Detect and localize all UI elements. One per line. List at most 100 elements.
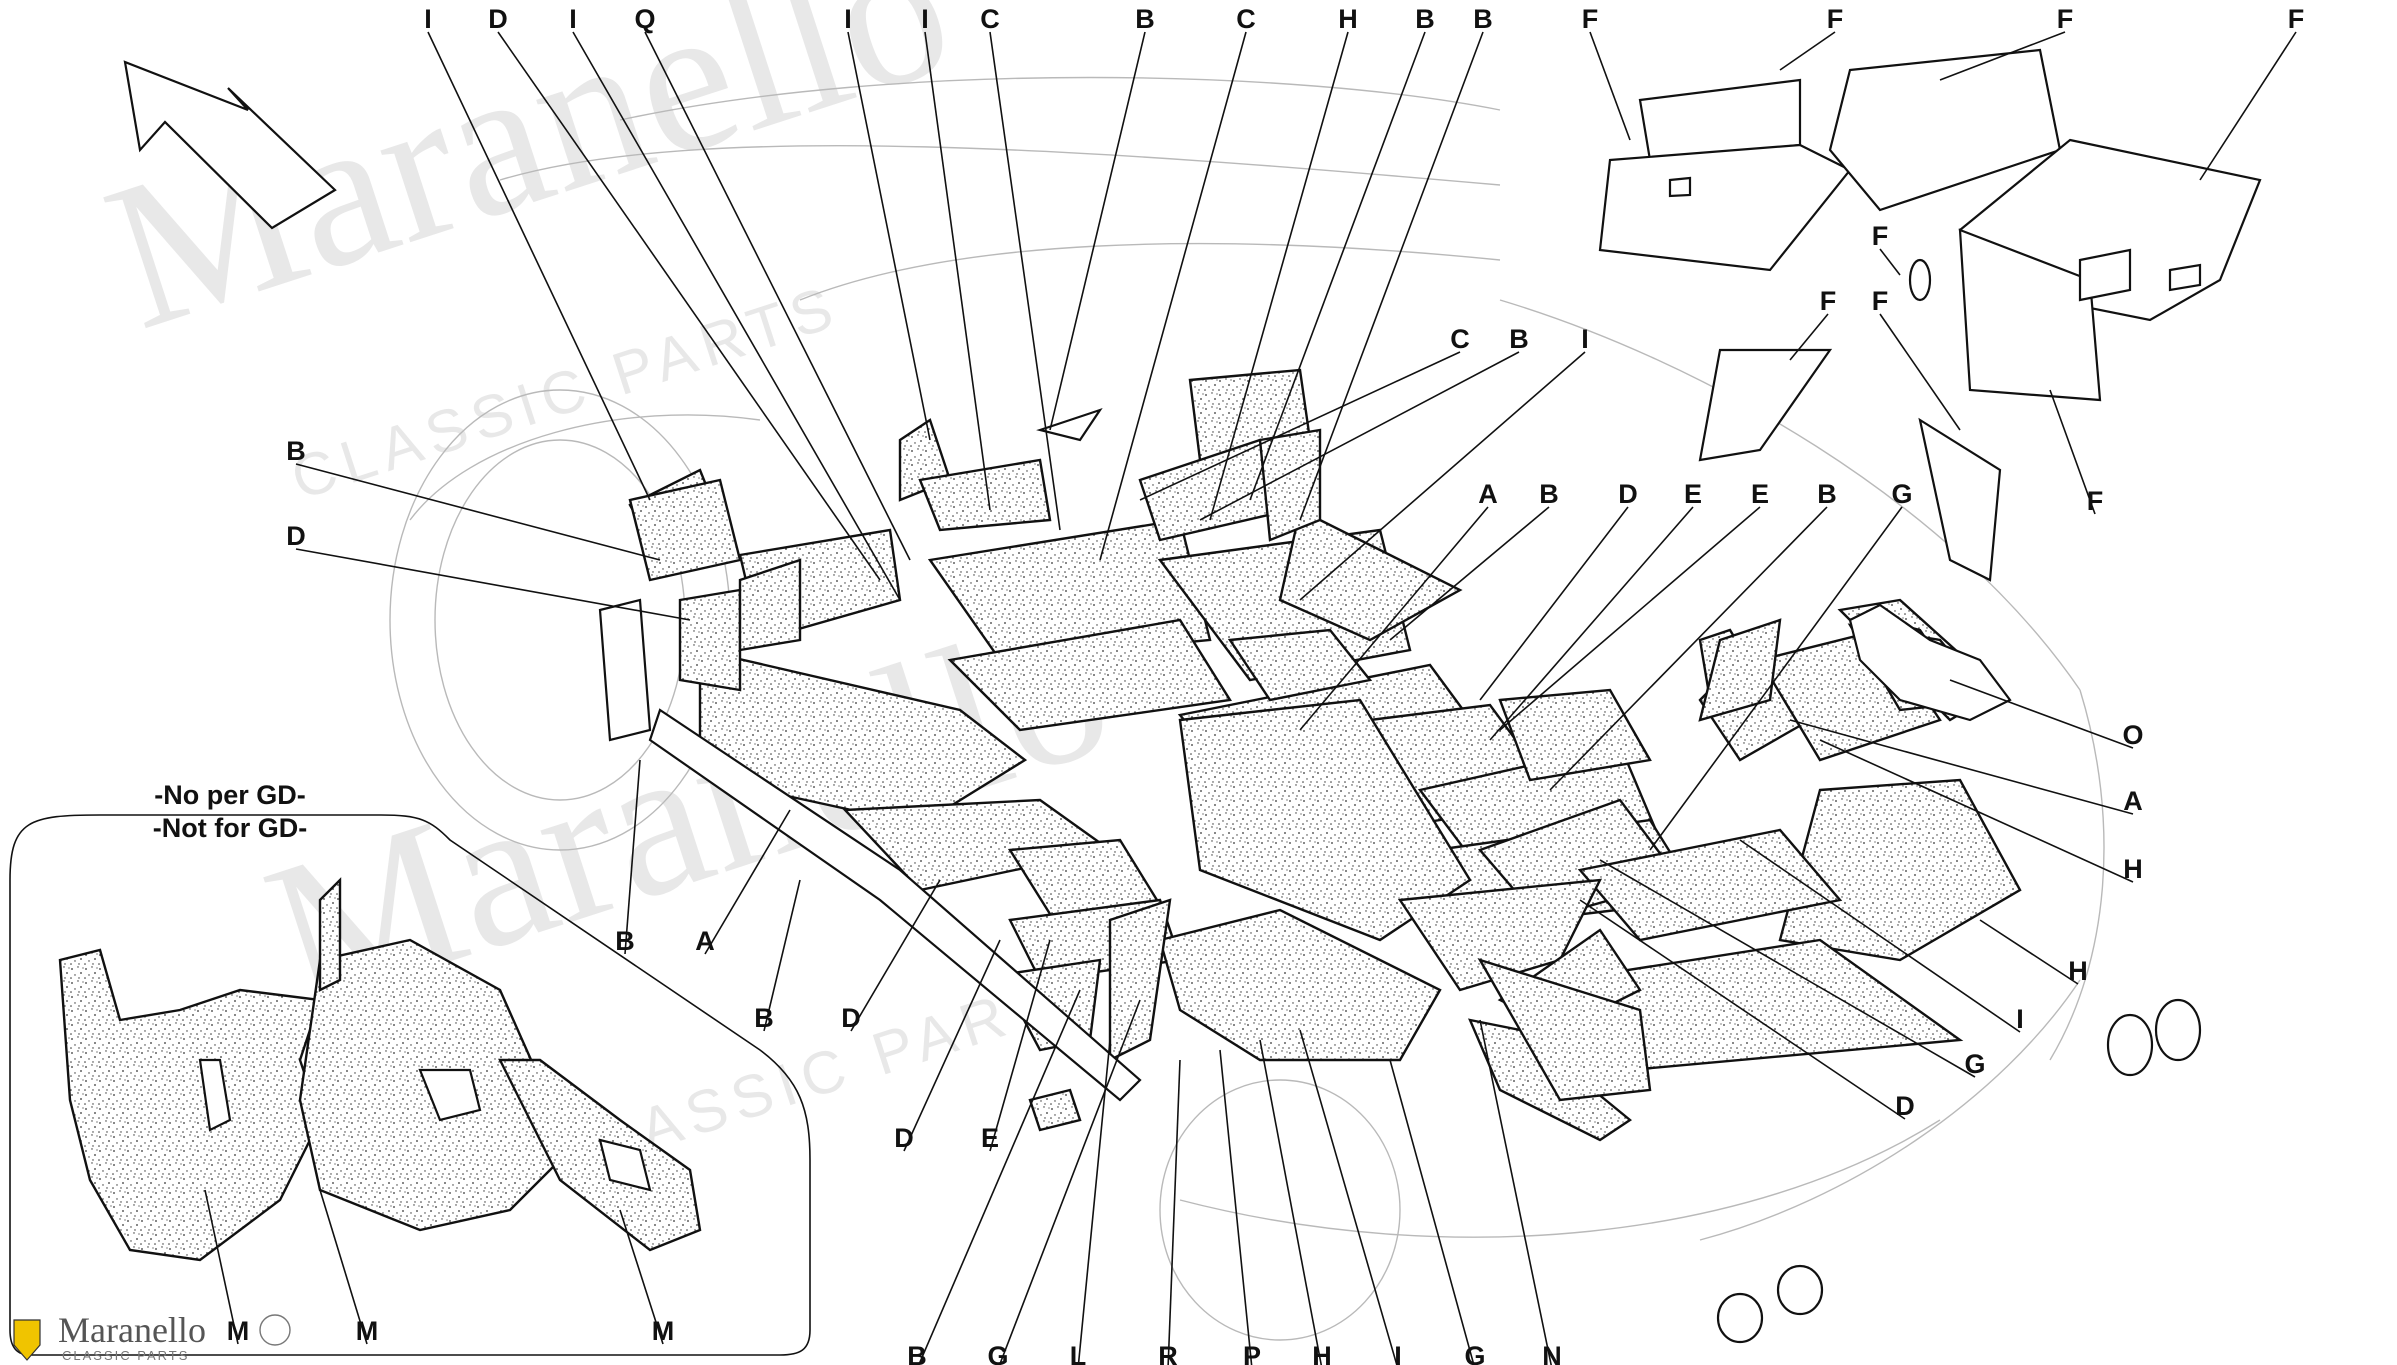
leader-line-top_right <box>1779 31 1836 71</box>
callout-label-e: E <box>981 1123 999 1153</box>
callout-label-d: D <box>1895 1091 1915 1121</box>
leader-line-right <box>1819 739 2134 883</box>
callout-label-m: M <box>356 1316 379 1346</box>
callout-label-r: R <box>1158 1341 1178 1365</box>
leader-line-left <box>295 548 691 621</box>
callout-label-f: F <box>1582 4 1599 34</box>
callout-label-f: F <box>2087 486 2104 516</box>
leader-line-bottom <box>1299 1029 1398 1365</box>
leader-line-middle <box>1199 351 1520 521</box>
leader-line-middle <box>1389 506 1550 641</box>
callout-label-g: G <box>1464 1341 1485 1365</box>
leader-line-middle <box>1649 506 1903 851</box>
leader-line-top_right <box>2049 389 2096 515</box>
leader-line-top <box>924 31 991 511</box>
leader-line-under_front <box>704 809 791 955</box>
callout-label-b: B <box>1415 4 1435 34</box>
trident-icon <box>259 1314 291 1346</box>
callout-label-m: M <box>227 1316 250 1346</box>
bulkhead-pieces <box>628 368 1322 582</box>
leader-line-top_right <box>1589 31 1631 141</box>
leader-line-inset <box>619 1209 664 1345</box>
callout-label-o: O <box>2122 720 2143 750</box>
leader-line-top_right <box>1879 313 1961 431</box>
leader-line-right <box>1979 919 2079 985</box>
leader-line-middle <box>1489 506 1694 741</box>
leader-line-middle <box>1479 506 1629 701</box>
leader-line-top <box>1209 31 1349 521</box>
callout-label-i: I <box>1394 1341 1402 1365</box>
leader-line-right <box>1739 839 2021 1033</box>
callout-label-p: P <box>1243 1341 1261 1365</box>
leader-line-middle <box>1499 506 1761 731</box>
brand-corner: Maranello CLASSIC PARTS <box>13 1310 291 1363</box>
callout-label-n: N <box>1542 1341 1562 1365</box>
callout-label-g: G <box>987 1341 1008 1365</box>
callout-label-i: I <box>844 4 852 34</box>
callout-label-e: E <box>1751 479 1769 509</box>
callout-label-i: I <box>424 4 432 34</box>
callout-label-d: D <box>841 1003 861 1033</box>
callout-label-b: B <box>286 436 306 466</box>
leader-line-under_front <box>989 939 1051 1152</box>
leader-line-top <box>989 31 1061 531</box>
callout-label-h: H <box>2123 854 2143 884</box>
callout-label-b: B <box>1473 4 1493 34</box>
callout-label-i: I <box>2016 1004 2024 1034</box>
callout-label-i: I <box>921 4 929 34</box>
brand-subtitle: CLASSIC PARTS <box>62 1348 189 1363</box>
callout-label-f: F <box>2057 4 2074 34</box>
direction-arrow <box>123 60 337 230</box>
leader-line-bottom <box>917 989 1081 1365</box>
watermark-subtext: CLASSIC PARTS <box>283 272 848 512</box>
sill-pieces <box>598 598 1142 1102</box>
leader-line-right <box>1789 719 2134 815</box>
leader-line-top <box>1249 31 1426 501</box>
leader-line-inset <box>204 1189 239 1345</box>
callout-label-c: C <box>980 4 1000 34</box>
leader-line-top_right <box>2199 31 2297 181</box>
callout-label-g: G <box>1891 479 1912 509</box>
leader-line-bottom <box>1077 1039 1111 1365</box>
callout-label-d: D <box>488 4 508 34</box>
callout-label-b: B <box>1817 479 1837 509</box>
leader-line-bottom <box>1259 1039 1323 1365</box>
callout-label-h: H <box>2068 956 2088 986</box>
inset-box <box>9 814 811 1356</box>
callout-label-q: Q <box>634 4 655 34</box>
callout-label-a: A <box>1478 479 1498 509</box>
callout-label-b: B <box>1135 4 1155 34</box>
callout-label-d: D <box>286 521 306 551</box>
callout-label-b: B <box>754 1003 774 1033</box>
callout-label-a: A <box>695 926 715 956</box>
leader-line-under_front <box>624 759 641 955</box>
callout-label-m: M <box>652 1316 675 1346</box>
callout-label-l: L <box>1070 1341 1087 1365</box>
leader-line-right <box>1949 679 2134 749</box>
callout-label-c: C <box>1450 324 1470 354</box>
callout-label-i: I <box>569 4 577 34</box>
leader-line-bottom <box>1219 1049 1253 1365</box>
callout-label-b: B <box>907 1341 927 1365</box>
leader-line-left <box>295 463 661 561</box>
leader-line-middle <box>1139 351 1461 501</box>
leader-line-bottom <box>1389 1059 1475 1365</box>
callout-label-e: E <box>1684 479 1702 509</box>
callout-label-f: F <box>2288 4 2305 34</box>
leader-line-bottom <box>1167 1059 1181 1365</box>
callout-label-b: B <box>1539 479 1559 509</box>
f-panels <box>1598 48 2262 582</box>
callout-label-c: C <box>1236 4 1256 34</box>
rear-lamps <box>1716 998 2202 1344</box>
leader-line-under_front <box>763 879 801 1032</box>
right-parts <box>1477 603 2012 1102</box>
leader-line-under_front <box>903 939 1001 1152</box>
leader-line-top_right <box>1939 31 2066 81</box>
leader-line-top_right <box>1789 313 1829 361</box>
leader-line-top <box>427 31 651 501</box>
callout-label-d: D <box>1618 479 1638 509</box>
leader-line-middle <box>1299 506 1489 731</box>
leader-line-top <box>1099 31 1247 561</box>
callout-label-f: F <box>1820 286 1837 316</box>
